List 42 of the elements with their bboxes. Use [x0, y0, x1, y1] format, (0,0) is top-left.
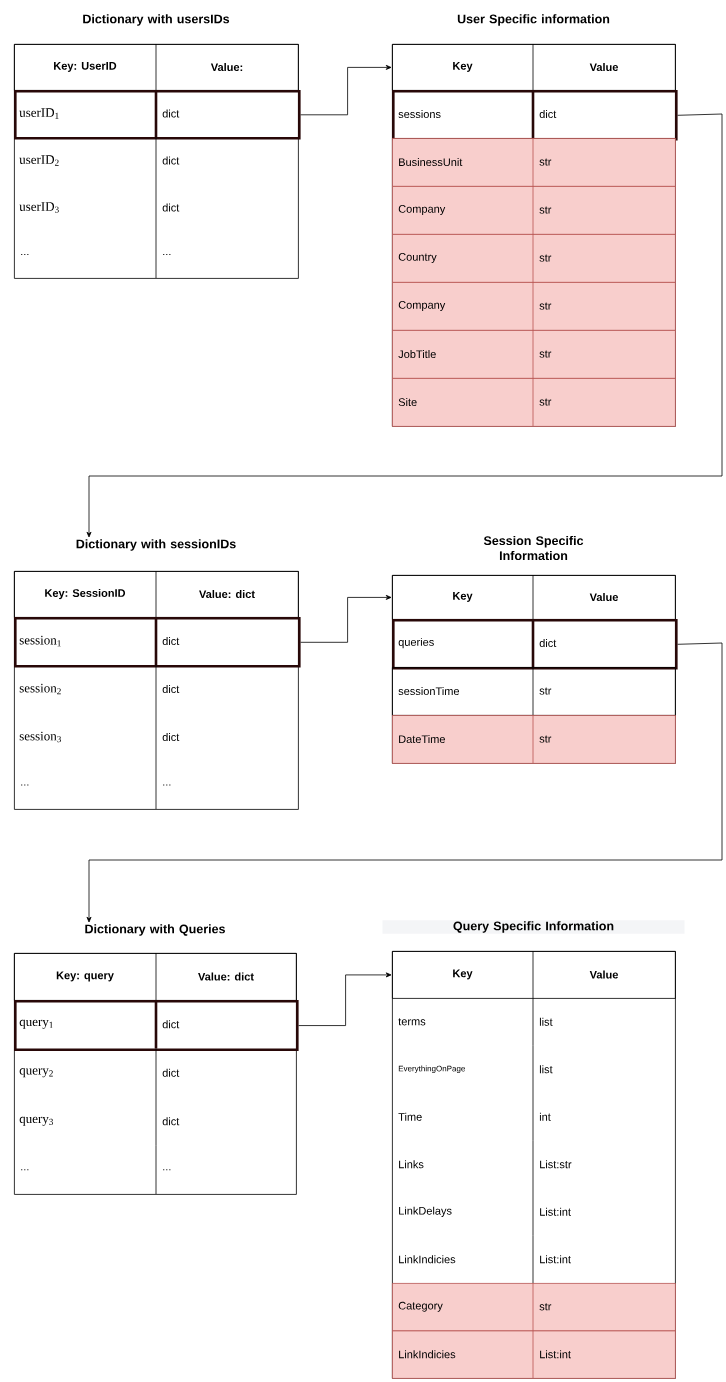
header-row: Key Value [392, 950, 676, 999]
highlighted-row: query$_{1}$ dict [14, 1000, 299, 1052]
table-row: session$_{3}$ dict [19, 712, 180, 762]
table-title: Dictionary with usersIDs [83, 14, 230, 26]
table-row: Company str [392, 185, 676, 235]
arrow [86, 642, 723, 923]
table-row: Country str [392, 233, 676, 283]
table-row: Category str [392, 1282, 676, 1332]
table-row: ... ... [21, 760, 171, 810]
table-row: Company str [392, 281, 676, 331]
highlighted-row: session$_{1}$ dict [14, 617, 301, 668]
table-row: DateTime str [392, 714, 676, 764]
table-row: Site str [392, 377, 676, 427]
table-row: query$_{3}$ dict [19, 1096, 180, 1146]
table-title: User Specific information [457, 14, 610, 26]
table-title: Dictionary with Queries [85, 924, 225, 936]
table-row: EverythingOnPage list [398, 1045, 553, 1094]
table-row: terms list [398, 997, 553, 1046]
table-title: Session Specific Information [483, 535, 584, 561]
header-row: Key: query Value: dict [14, 952, 297, 1001]
table-row: Links List:str [399, 1140, 572, 1189]
table-row: BusinessUnit str [392, 137, 676, 187]
arrow [86, 113, 723, 538]
highlighted-row: userID$_{1}$ dict [14, 90, 301, 140]
table-title: Query Specific Information [382, 920, 685, 934]
table-row: LinkIndicies List:int [392, 1330, 676, 1379]
table-title: Dictionary with sessionIDs [76, 539, 236, 551]
arrow [300, 594, 392, 643]
header-row: Key: SessionID Value: dict [14, 570, 299, 618]
table-row: Time int [398, 1092, 551, 1141]
header-row: Key Value [392, 574, 676, 620]
table-row: ... ... [21, 230, 171, 279]
table-row: ... ... [21, 1145, 171, 1195]
header-row: Key Value [392, 43, 676, 91]
arrow [300, 64, 392, 116]
header-row: Key: UserID Value: [14, 43, 299, 91]
table-row: userID$_{3}$ dict [19, 183, 180, 232]
arrow [298, 972, 392, 1026]
table-row: JobTitle str [392, 329, 676, 379]
highlighted-row: queries dict [392, 619, 678, 670]
table-row: LinkDelays List:int [399, 1187, 571, 1236]
table-row: LinkIndicies List:int [399, 1235, 571, 1284]
